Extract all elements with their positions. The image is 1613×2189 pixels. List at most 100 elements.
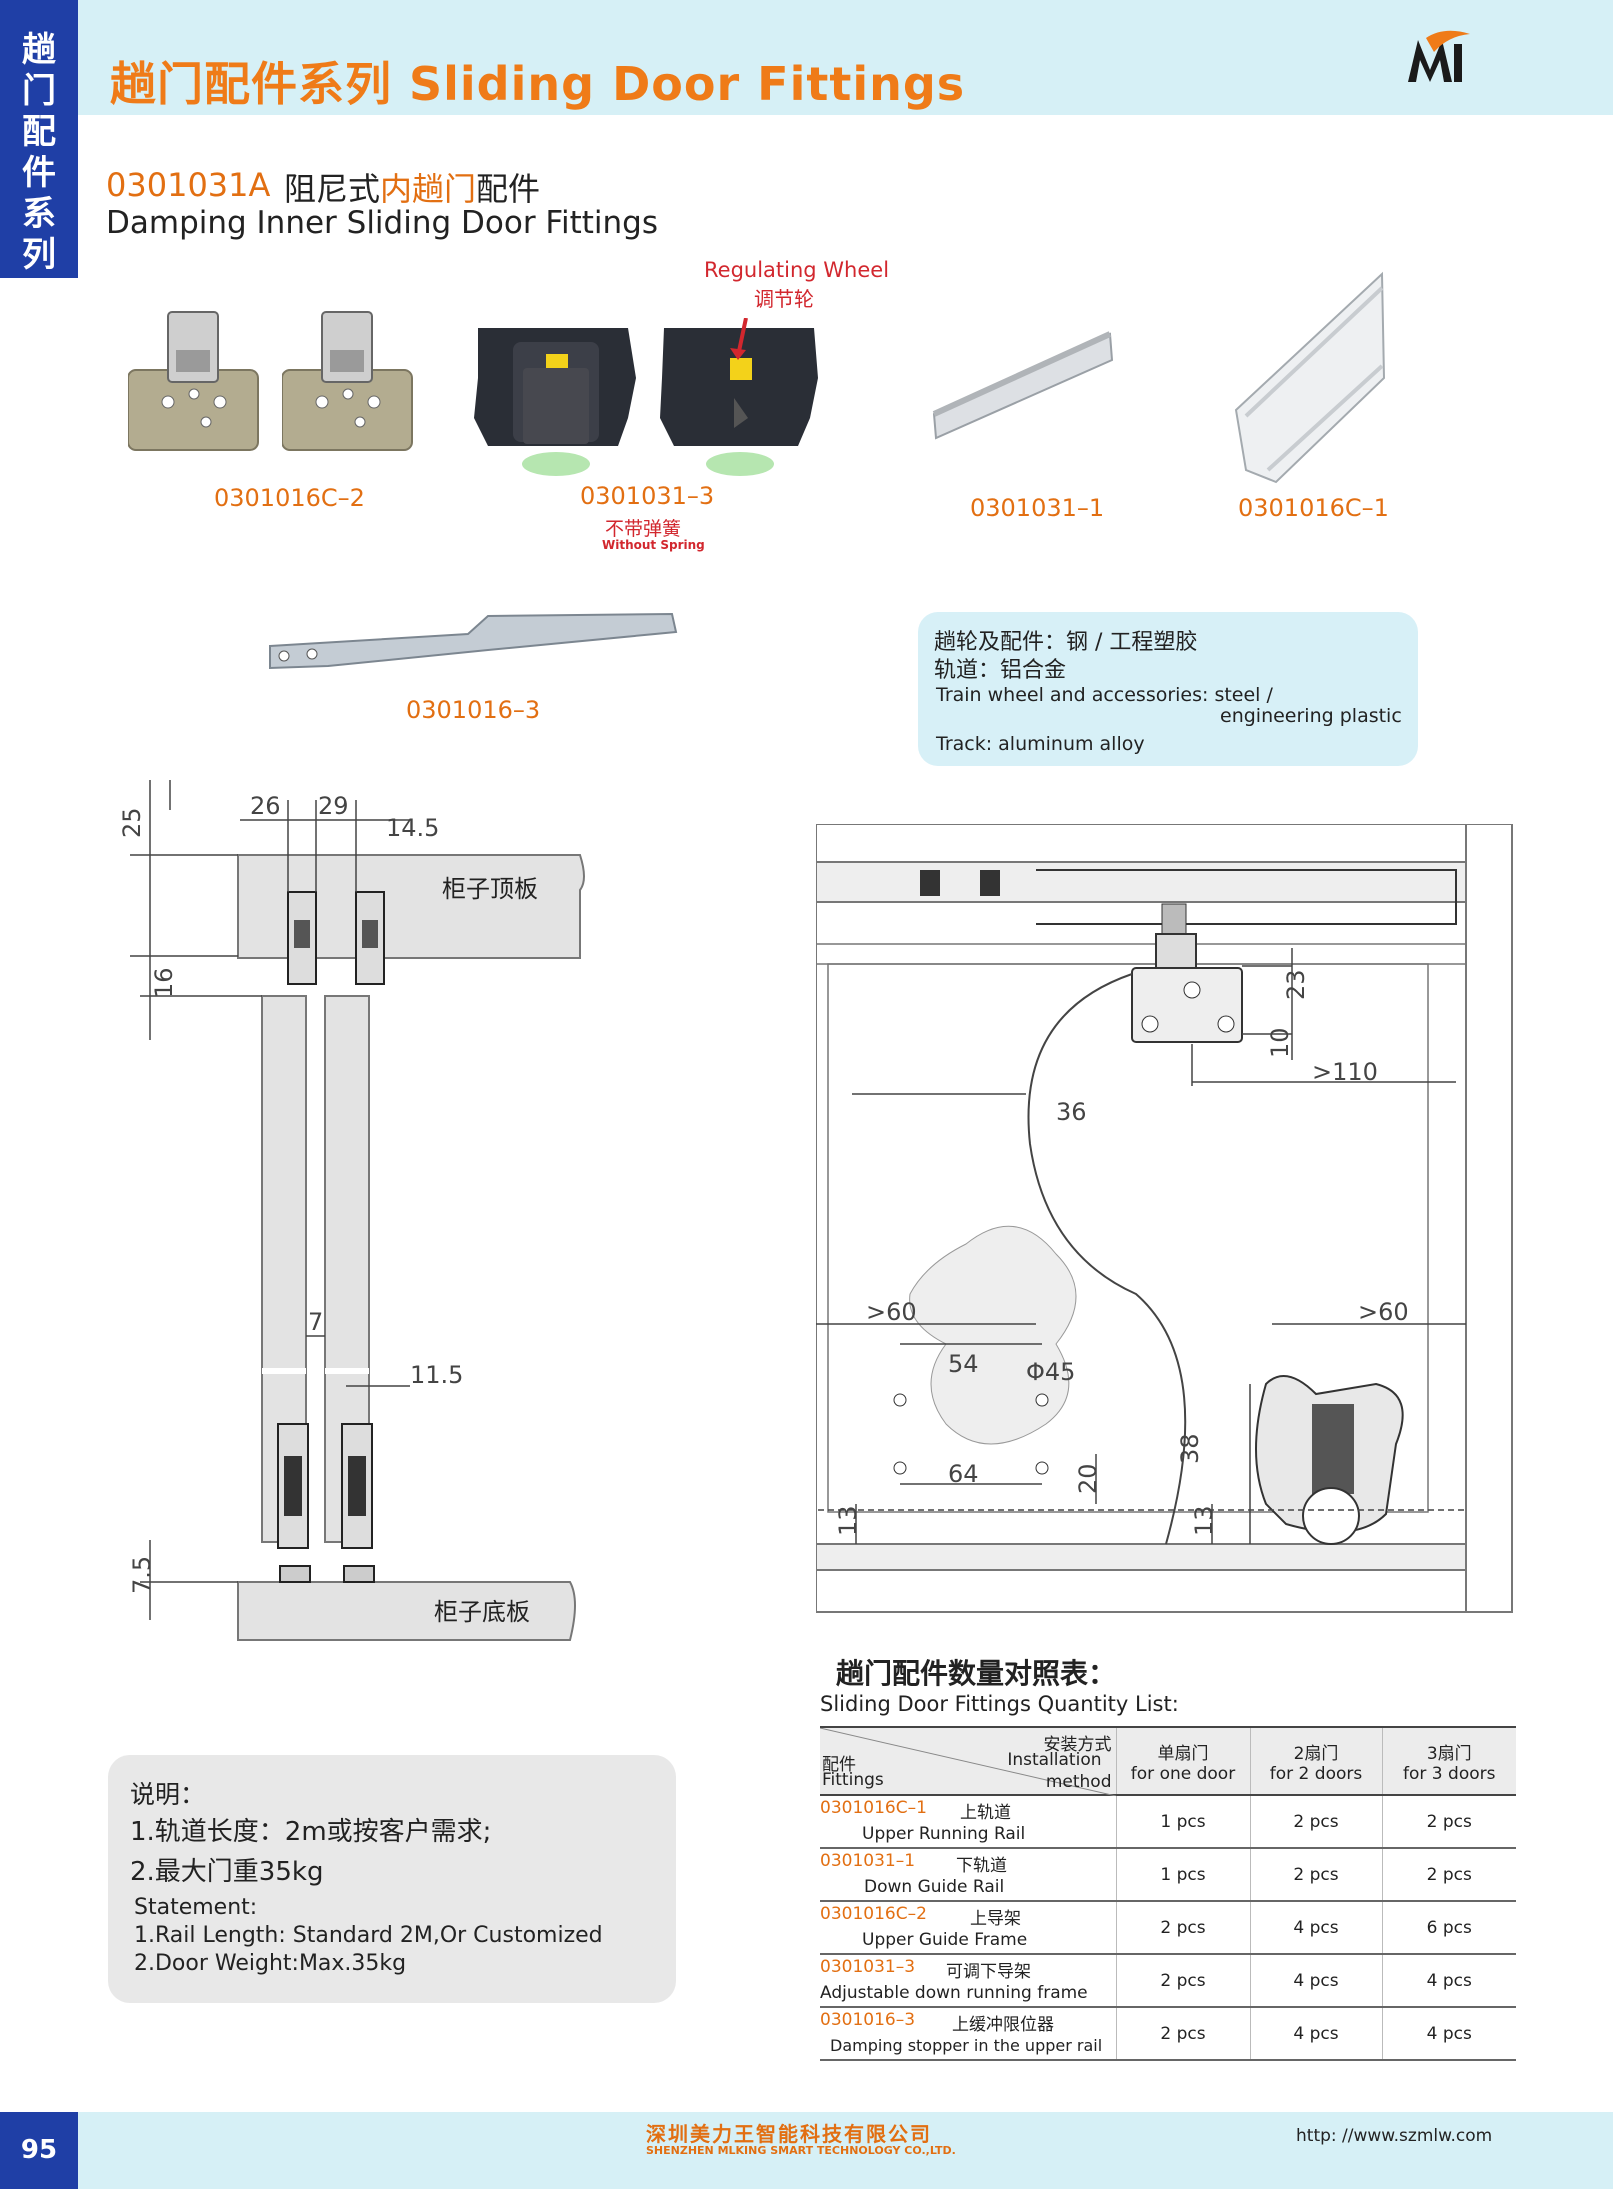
table-header-row: 配件 Fittings 安装方式 Installation method 单扇门… [820, 1727, 1516, 1796]
side-tab-char: 系 [22, 194, 56, 234]
part-label: 0301016C–2 [214, 484, 365, 512]
front-view-drawing: 23 10 >110 36 >60 54 Φ45 64 20 13 38 13 … [816, 824, 1513, 1613]
spec-line: Track: aluminum alloy [936, 733, 1145, 755]
name-highlight: 内趟门 [380, 170, 477, 208]
company-name-en: SHENZHEN MLKING SMART TECHNOLOGY CO.,LTD… [646, 2144, 956, 2157]
spec-line: 轨道：铝合金 [934, 658, 1067, 683]
side-tab-char: 件 [22, 153, 56, 193]
dim-label: 11.5 [410, 1361, 463, 1389]
dim-label: 10 [1266, 1027, 1294, 1058]
dim-label: 36 [1056, 1098, 1087, 1126]
part-label: 0301016C–1 [1238, 494, 1389, 522]
dim-label: >60 [866, 1298, 917, 1326]
header-band [78, 0, 1613, 115]
material-spec-box: 趟轮及配件：钢 / 工程塑胶 轨道：铝合金 Train wheel and ac… [918, 612, 1418, 766]
col-header-cn: 2扇门 [1293, 1743, 1339, 1764]
name-prefix: 阻尼式 [284, 170, 381, 208]
diagonal-divider [820, 1728, 1116, 1796]
fittings-cn: 配件 [822, 1755, 856, 1775]
part-label: 0301031–3 [580, 482, 715, 510]
col-header-cn: 单扇门 [1157, 1743, 1209, 1764]
side-tab-char: 趟 [22, 30, 56, 70]
side-tab-char: 列 [22, 235, 56, 275]
qty-cell: 4 pcs [1249, 2007, 1382, 2060]
dim-label: 64 [948, 1460, 979, 1488]
dim-label: 16 [150, 967, 178, 998]
side-tab-char: 门 [22, 71, 56, 111]
fitting-en: Upper Guide Frame [862, 1930, 1028, 1950]
dim-label: >60 [1358, 1298, 1409, 1326]
top-panel-label: 柜子顶板 [442, 875, 538, 903]
upper-guide-frame-image [282, 311, 413, 451]
col-header-cn: 3扇门 [1426, 1743, 1472, 1764]
qty-cell: 2 pcs [1381, 1848, 1516, 1901]
qty-cell: 2 pcs [1249, 1795, 1382, 1848]
dim-label: >110 [1312, 1058, 1378, 1086]
brand-logo-icon [1408, 30, 1470, 82]
product-code: 0301031A [106, 166, 271, 204]
notes-box: 说明： 1.轨道长度：2m或按客户需求; 2.最大门重35kg Statemen… [108, 1755, 676, 2003]
fitting-code: 0301031–1 [820, 1851, 916, 1871]
damping-stopper-image [269, 612, 678, 670]
fittings-en: Fittings [822, 1770, 884, 1790]
fitting-cn: 可调下导架 [946, 1962, 1031, 1982]
fitting-code: 0301016C–2 [820, 1904, 927, 1924]
qty-cell: 4 pcs [1249, 1901, 1382, 1954]
down-guide-rail-image [932, 331, 1114, 440]
side-tab-char: 配 [22, 112, 56, 152]
dim-label: 13 [1190, 1505, 1218, 1536]
page-title: 趟门配件系列 Sliding Door Fittings [110, 57, 966, 111]
regulating-wheel-label: Regulating Wheel [704, 258, 890, 282]
method-cn: 安装方式 [1043, 1735, 1112, 1755]
col-header-en: for 2 doors [1269, 1763, 1363, 1784]
product-name-en: Damping Inner Sliding Door Fittings [106, 205, 659, 241]
dim-label: 25 [118, 807, 146, 838]
website-link[interactable]: http: //www.szmlw.com [1296, 2126, 1493, 2146]
dim-label: 23 [1282, 969, 1310, 1000]
name-suffix: 配件 [476, 170, 541, 208]
dim-label: 38 [1176, 1433, 1204, 1464]
fitting-en: Adjustable down running frame [820, 1983, 1088, 2003]
spec-line: engineering plastic [1220, 705, 1402, 727]
upper-running-rail-image [1234, 271, 1386, 484]
dim-label: 14.5 [386, 814, 439, 842]
notes-en-line: 1.Rail Length: Standard 2M,Or Customized [134, 1923, 603, 1948]
notes-en-line: 2.Door Weight:Max.35kg [134, 1951, 407, 1976]
dim-label: 26 [250, 792, 281, 820]
dim-label: Φ45 [1026, 1358, 1075, 1386]
fitting-en: Down Guide Rail [864, 1877, 1005, 1897]
company-name-cn: 深圳美力王智能科技有限公司 [646, 2122, 932, 2146]
qty-cell: 4 pcs [1381, 1954, 1516, 2007]
notes-title: 说明： [130, 1780, 206, 1809]
part-label: 0301016–3 [406, 696, 541, 724]
product-name-cn: 阻尼式内趟门配件 [284, 164, 540, 210]
notes-line: 2.最大门重35kg [130, 1857, 324, 1887]
qty-table-title: 趟门配件数量对照表： [836, 1657, 1117, 1690]
qty-cell: 4 pcs [1249, 1954, 1382, 2007]
qty-cell: 2 pcs [1115, 1901, 1250, 1954]
adjustable-down-frame-image [474, 318, 818, 476]
spec-line: Train wheel and accessories: steel / [936, 684, 1273, 706]
part-label: 0301031–1 [970, 494, 1105, 522]
fitting-code: 0301016–3 [820, 2010, 916, 2030]
fitting-code: 0301031–3 [820, 1957, 916, 1977]
qty-cell: 6 pcs [1381, 1901, 1516, 1954]
qty-cell: 2 pcs [1115, 2007, 1250, 2060]
fitting-cn: 下轨道 [956, 1856, 1007, 1876]
col-header-en: for 3 doors [1403, 1763, 1496, 1784]
part-note-cn: 不带弹簧 [605, 518, 682, 540]
qty-cell: 1 pcs [1115, 1795, 1250, 1848]
qty-cell: 2 pcs [1249, 1848, 1382, 1901]
quantity-table: 配件 Fittings 安装方式 Installation method 单扇门… [820, 1726, 1516, 2061]
side-section-drawing: 25 26 29 14.5 16 7 11.5 7.5 柜子顶板 柜子底板 [118, 780, 585, 1641]
dim-label: 54 [948, 1350, 979, 1378]
spec-line: 趟轮及配件：钢 / 工程塑胶 [934, 630, 1198, 655]
bottom-panel-label: 柜子底板 [434, 1598, 530, 1626]
